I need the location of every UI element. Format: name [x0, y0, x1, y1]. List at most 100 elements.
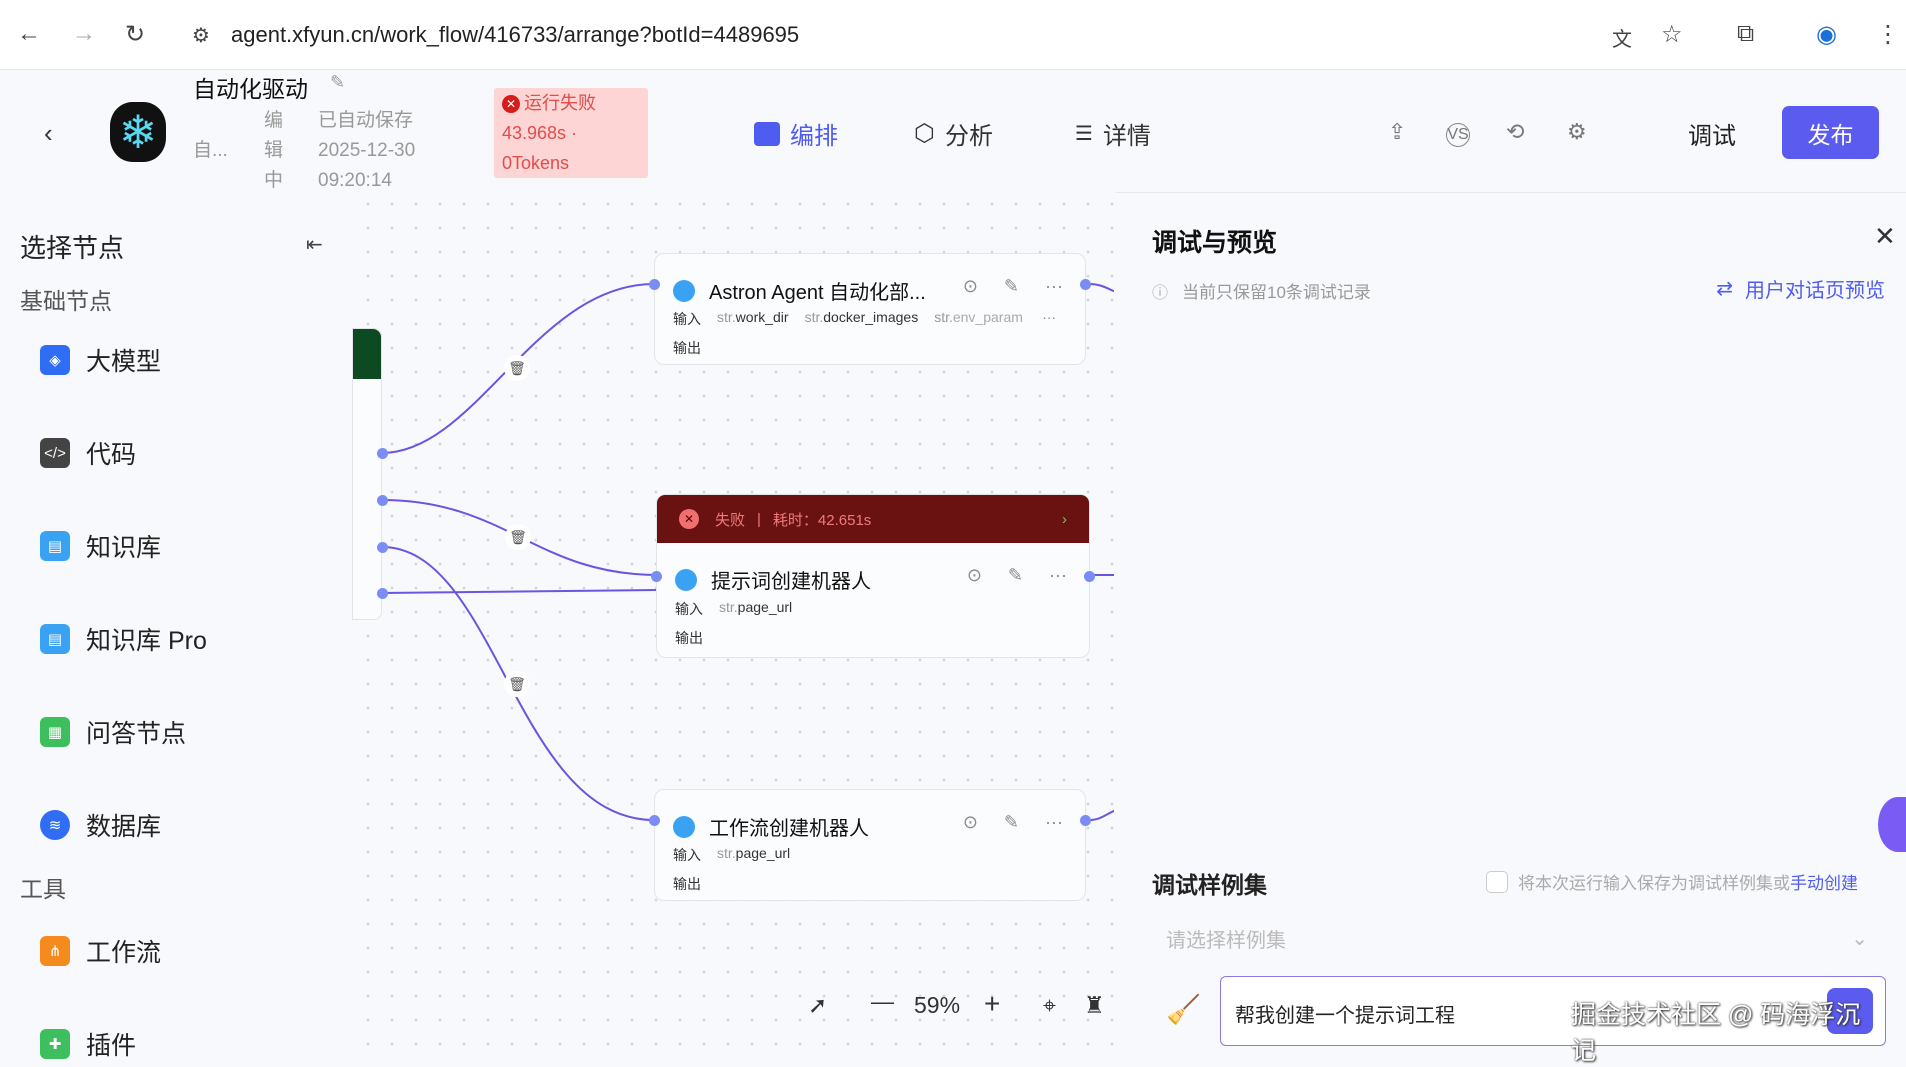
sidebar-item-knowledge[interactable]: ▤知识库 — [40, 528, 161, 564]
edge[interactable] — [1088, 809, 1114, 821]
swap-icon: ⇄ — [1716, 278, 1733, 300]
run-tokens: 0Tokens — [502, 153, 570, 173]
separator: | — [757, 510, 761, 528]
version-compare-icon[interactable]: VS — [1446, 123, 1470, 147]
input-label: 输入 — [675, 601, 703, 617]
sidebar-item-label: 大模型 — [86, 348, 162, 376]
autosave-time: 09:20:14 — [318, 170, 392, 191]
pointer-tool-icon[interactable]: ➚ — [808, 992, 828, 1018]
locate-icon[interactable]: ⌖ — [1043, 992, 1056, 1018]
agent-node[interactable]: Astron Agent 自动化部... ⊙✎··· 输入 str.work_d… — [649, 253, 1091, 365]
sidebar-item-qa[interactable]: ▦问答节点 — [40, 714, 186, 750]
sidebar-item-workflow[interactable]: ⋔工作流 — [40, 933, 161, 969]
run-result-bar[interactable]: ✕ 失败 | 耗时：42.651s › — [657, 495, 1089, 543]
delete-edge-icon[interactable]: 🗑 — [505, 524, 531, 550]
sidebar-item-label: 插件 — [86, 1032, 137, 1060]
input-port[interactable] — [651, 571, 662, 582]
run-node-icon[interactable]: ⊙ — [966, 565, 982, 585]
menu-icon[interactable]: ⋮ — [1876, 21, 1900, 48]
edit-node-icon[interactable]: ✎ — [1003, 276, 1020, 296]
clear-broom-icon[interactable]: 🧹 — [1166, 994, 1201, 1025]
cube-icon: ⬡ — [914, 120, 935, 147]
user-chat-preview-link[interactable]: ⇄用户对话页预览 — [1716, 274, 1885, 303]
panel-title: 调试与预览 — [1152, 229, 1278, 257]
run-node-icon[interactable]: ⊙ — [962, 812, 978, 832]
more-icon[interactable]: ··· — [1045, 276, 1063, 296]
tab-arrange[interactable]: 编排 — [754, 116, 838, 151]
input-port[interactable] — [649, 279, 660, 290]
assistant-avatar[interactable] — [1878, 797, 1906, 852]
bookmark-star-icon[interactable]: ☆ — [1661, 21, 1683, 48]
tab-details[interactable]: ☰详情 — [1075, 116, 1151, 151]
tidy-layout-icon[interactable]: ♜ — [1084, 992, 1105, 1018]
chevron-right-icon[interactable]: › — [1062, 510, 1067, 528]
edge[interactable] — [381, 589, 659, 594]
param-name: docker_images — [823, 309, 919, 325]
publish-button[interactable]: 发布 — [1782, 106, 1879, 159]
sidebar-item-knowledge-pro[interactable]: ▤知识库 Pro — [40, 621, 207, 657]
chat-input[interactable]: 帮我创建一个提示词工程 掘金技术社区 @ 码海浮沉记 — [1220, 976, 1886, 1065]
output-label: 输出 — [675, 630, 703, 646]
run-node-icon[interactable]: ⊙ — [962, 276, 978, 296]
close-icon[interactable]: ✕ — [1874, 221, 1896, 251]
arrange-icon — [754, 121, 780, 146]
tab-analysis[interactable]: ⬡分析 — [914, 116, 993, 151]
sidebar-item-database[interactable]: ≋数据库 — [40, 807, 161, 843]
sidebar-item-plugin[interactable]: ✚ 插件 — [40, 1026, 136, 1062]
save-sample-option: 将本次运行输入保存为调试样例集或手动创建 — [1486, 869, 1858, 894]
output-port[interactable] — [1080, 279, 1091, 290]
edge[interactable] — [1088, 283, 1114, 293]
delete-edge-icon[interactable]: 🗑 — [504, 671, 530, 697]
output-port[interactable] — [377, 588, 388, 599]
zoom-in-icon[interactable]: + — [984, 988, 1001, 1019]
more-icon[interactable]: ··· — [1045, 812, 1063, 832]
delete-edge-icon[interactable]: 🗑 — [504, 355, 530, 381]
site-info-icon[interactable]: ⚙ — [192, 25, 210, 47]
sample-select[interactable]: 请选择样例集⌄ — [1152, 911, 1882, 965]
address-bar[interactable]: agent.xfyun.cn/work_flow/416733/arrange?… — [231, 22, 800, 47]
manual-create-link[interactable]: 手动创建 — [1790, 874, 1858, 893]
reload-icon[interactable]: ↻ — [125, 21, 146, 48]
plugin-icon: ✚ — [40, 1029, 70, 1059]
edit-node-icon[interactable]: ✎ — [1007, 565, 1024, 585]
forward-icon[interactable]: → — [72, 20, 96, 47]
sidebar-item-llm[interactable]: ◈大模型 — [40, 342, 161, 378]
start-node-partial[interactable] — [352, 328, 382, 620]
save-sample-checkbox[interactable] — [1486, 870, 1508, 893]
extensions-icon[interactable]: ⧉ — [1737, 20, 1755, 47]
edit-node-icon[interactable]: ✎ — [1003, 812, 1020, 832]
more-icon[interactable]: ··· — [1049, 565, 1067, 585]
error-icon: ✕ — [502, 95, 520, 113]
workflow-canvas[interactable]: 🗑 🗑 🗑 Astron Agent 自动化部... ⊙✎··· 输入 str.… — [352, 192, 1114, 1054]
sidebar-item-code[interactable]: </>代码 — [40, 435, 136, 471]
settings-icon[interactable]: ⚙ — [1567, 119, 1587, 144]
param-name: page_url — [737, 599, 793, 615]
translate-icon[interactable]: 文 — [1612, 29, 1632, 51]
select-placeholder: 请选择样例集 — [1166, 929, 1286, 952]
more-params-icon[interactable]: ··· — [1042, 309, 1057, 325]
editing-char: 辑 — [264, 140, 284, 161]
profile-icon[interactable]: ◉ — [1816, 21, 1837, 48]
output-port[interactable] — [1084, 571, 1095, 582]
export-icon[interactable]: ⇪ — [1388, 119, 1407, 144]
history-icon[interactable]: ⟲ — [1506, 119, 1525, 144]
collapse-sidebar-icon[interactable]: ⇤ — [306, 234, 323, 256]
output-port[interactable] — [377, 542, 388, 553]
back-button[interactable]: ‹ — [44, 118, 53, 148]
database-icon: ≋ — [40, 810, 70, 840]
edit-title-icon[interactable]: ✎ — [330, 72, 346, 92]
run-time: 耗时：42.651s — [772, 511, 872, 529]
zoom-out-icon[interactable]: — — [871, 988, 894, 1014]
autosave-info: 已自动保存 2025-12-30 09:20:14 — [318, 106, 415, 196]
debug-button[interactable]: 调试 — [1688, 123, 1736, 150]
back-icon[interactable]: ← — [17, 20, 41, 47]
input-port[interactable] — [649, 815, 660, 826]
run-status-badge[interactable]: ✕运行失败 43.968s · 0Tokens — [494, 88, 648, 178]
output-port[interactable] — [377, 495, 388, 506]
output-port[interactable] — [377, 448, 388, 459]
editing-char: 中 — [264, 170, 284, 191]
output-port[interactable] — [1080, 815, 1091, 826]
send-button[interactable] — [1827, 988, 1873, 1034]
